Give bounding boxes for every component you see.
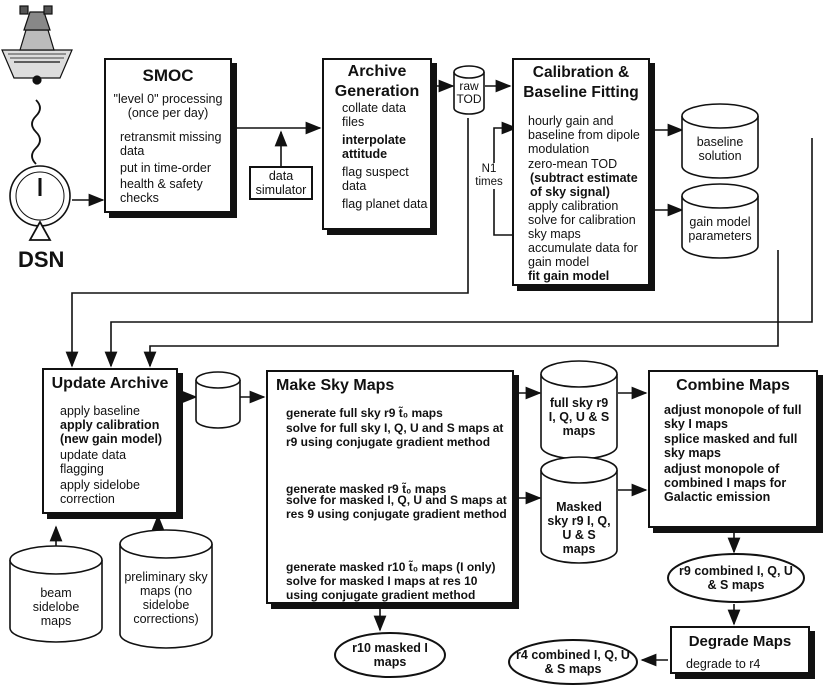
make-sky-maps-box: [266, 370, 514, 604]
archive-item-1: collate data files: [342, 101, 406, 129]
full-sky-r9-cylinder: [540, 360, 618, 460]
makesky-item-5: generate masked r10 t̃₀ maps (I only): [286, 560, 496, 574]
makesky-item-4: solve for masked I, Q, U and S maps at r…: [286, 493, 507, 521]
arrow-rawtod-update: [65, 118, 469, 368]
combine-maps-title: Combine Maps: [676, 377, 790, 394]
r9-combined-label: r9 combined I, Q, U & S maps: [679, 564, 793, 592]
beam-sidelobe-cylinder: [9, 545, 103, 643]
degrade-maps-box: [670, 626, 810, 674]
combine-item-3: adjust monopole of combined I maps for G…: [664, 462, 787, 504]
arrow-gain-update: [143, 250, 779, 368]
makesky-item-3: generate masked r9 t̃₀ maps: [286, 482, 447, 496]
baseline-solution-label: baseline solution: [696, 135, 744, 163]
smoc-box: [104, 58, 232, 213]
archive-item-2: interpolate attitude: [342, 133, 406, 161]
smoc-title: SMOC: [142, 66, 194, 85]
degrade-item-1: degrade to r4: [686, 657, 761, 671]
preliminary-sky-cylinder: [119, 529, 213, 649]
r4-combined-ellipse: [508, 639, 638, 685]
makesky-item-6: solve for masked I maps at res 10 using …: [286, 574, 478, 602]
degrade-maps-title: Degrade Maps: [688, 633, 792, 650]
smoc-item-1: retransmit missing data: [120, 130, 222, 158]
combine-item-1: adjust monopole of full sky I maps: [664, 403, 802, 431]
r4-combined-label: r4 combined I, Q, U & S maps: [516, 648, 630, 676]
calibration-box: [512, 58, 650, 286]
satellite-icon: [1, 5, 73, 85]
masked-sky-r9-label: Masked sky r9 I, Q, U & S maps: [547, 500, 611, 556]
signal-wave-icon: [31, 99, 41, 165]
raw-tod-cylinder: [453, 65, 485, 115]
n1-times-label: N1 times: [472, 163, 506, 189]
smoc-item-3: health & safety checks: [120, 177, 203, 205]
calibr-tod-cylinder: [195, 371, 241, 429]
makesky-item-2: solve for full sky I, Q, U and S maps at…: [286, 421, 504, 449]
arrow-baseline-update: [104, 138, 813, 368]
update-archive-box: [42, 368, 178, 514]
update-item-1: apply baseline: [60, 404, 140, 418]
combine-maps-box: [648, 370, 818, 528]
full-sky-r9-label: full sky r9 I, Q, U & S maps: [548, 396, 610, 438]
update-item-4: apply sidelobe correction: [60, 478, 140, 506]
data-simulator-box: [249, 166, 313, 200]
calib-item-6: fit gain model: [528, 269, 610, 283]
archive-item-4: flag planet data: [342, 197, 428, 211]
archive-generation-title: Archive Generation: [334, 63, 420, 100]
make-sky-maps-title: Make Sky Maps: [276, 377, 395, 394]
update-item-2: apply calibration (new gain model): [60, 418, 163, 446]
archive-item-3: flag suspect data: [342, 165, 409, 193]
gain-model-label: gain model parameters: [688, 215, 752, 243]
calib-item-1: hourly gain and baseline from dipole mod…: [528, 114, 640, 156]
masked-sky-r9-cylinder: [540, 456, 618, 564]
data-simulator-label: data simulator: [255, 169, 307, 197]
calib-item-5: accumulate data for gain model: [528, 241, 638, 269]
calib-item-2: zero-mean TOD: [528, 157, 618, 171]
smoc-item-2: put in time-order: [120, 161, 212, 175]
smoc-subtitle: "level 0" processing (once per day): [113, 92, 223, 120]
calib-item-2b: (subtract estimate of sky signal): [530, 171, 638, 199]
r10-masked-ellipse: [334, 632, 446, 678]
dsn-label: DSN: [18, 247, 65, 272]
makesky-item-1: generate full sky r9 t̃₀ maps: [286, 406, 443, 420]
calib-item-3: apply calibration: [528, 199, 619, 213]
update-archive-title: Update Archive: [51, 375, 169, 392]
dish-antenna-icon: [9, 165, 71, 241]
raw-tod-label: raw TOD: [456, 79, 482, 106]
calib-item-4: solve for calibration sky maps: [528, 213, 636, 241]
preliminary-sky-label: preliminary sky maps (no sidelobe correc…: [124, 570, 208, 626]
calibration-title: Calibration & Baseline Fitting: [523, 64, 639, 101]
baseline-solution-cylinder: [681, 103, 759, 179]
combine-item-2: splice masked and full sky maps: [664, 432, 798, 460]
r10-masked-label: r10 masked I maps: [352, 641, 428, 669]
update-item-3: update data flagging: [60, 448, 127, 476]
beam-sidelobe-label: beam sidelobe maps: [32, 586, 80, 628]
gain-model-cylinder: [681, 183, 759, 259]
r9-combined-ellipse: [667, 553, 805, 603]
archive-generation-box: [322, 58, 432, 230]
